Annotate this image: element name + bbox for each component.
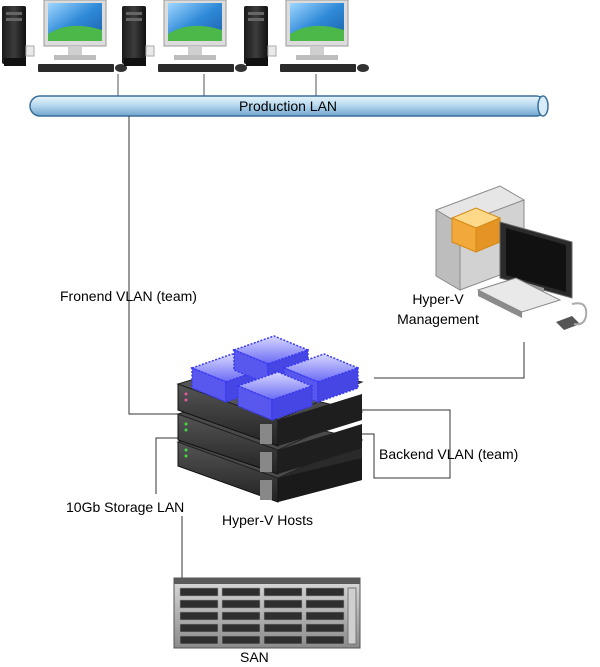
production-lan-label: Production LAN: [238, 98, 338, 114]
management-label-line2: Management: [397, 311, 479, 327]
hyperv-hosts-label: Hyper-V Hosts: [222, 512, 314, 528]
management-link: [374, 342, 525, 379]
san-label: SAN: [240, 649, 269, 665]
virtual-machine-icon: [235, 371, 315, 422]
management-label: Hyper-V Management: [390, 289, 486, 329]
connection-lines: [128, 116, 525, 578]
san-storage-icon: [173, 577, 361, 649]
backend-vlan-label: Backend VLAN (team): [379, 446, 519, 462]
frontend-vlan-link: [128, 116, 178, 415]
workstation-icon: [2, 0, 127, 72]
storage-link-top: [155, 437, 182, 494]
workstation-icon: [244, 0, 369, 72]
backend-vlan-link: [360, 409, 451, 479]
frontend-vlan-label: Fronend VLAN (team): [60, 288, 197, 304]
workstation-links: [117, 74, 317, 96]
management-pc-icon: [434, 185, 588, 330]
management-label-line1: Hyper-V: [412, 291, 464, 307]
storage-lan-label: 10Gb Storage LAN: [66, 499, 185, 515]
workstation-icon: [122, 0, 247, 72]
production-lan-pipe: [29, 95, 549, 117]
management-cube-icon: [450, 207, 502, 253]
